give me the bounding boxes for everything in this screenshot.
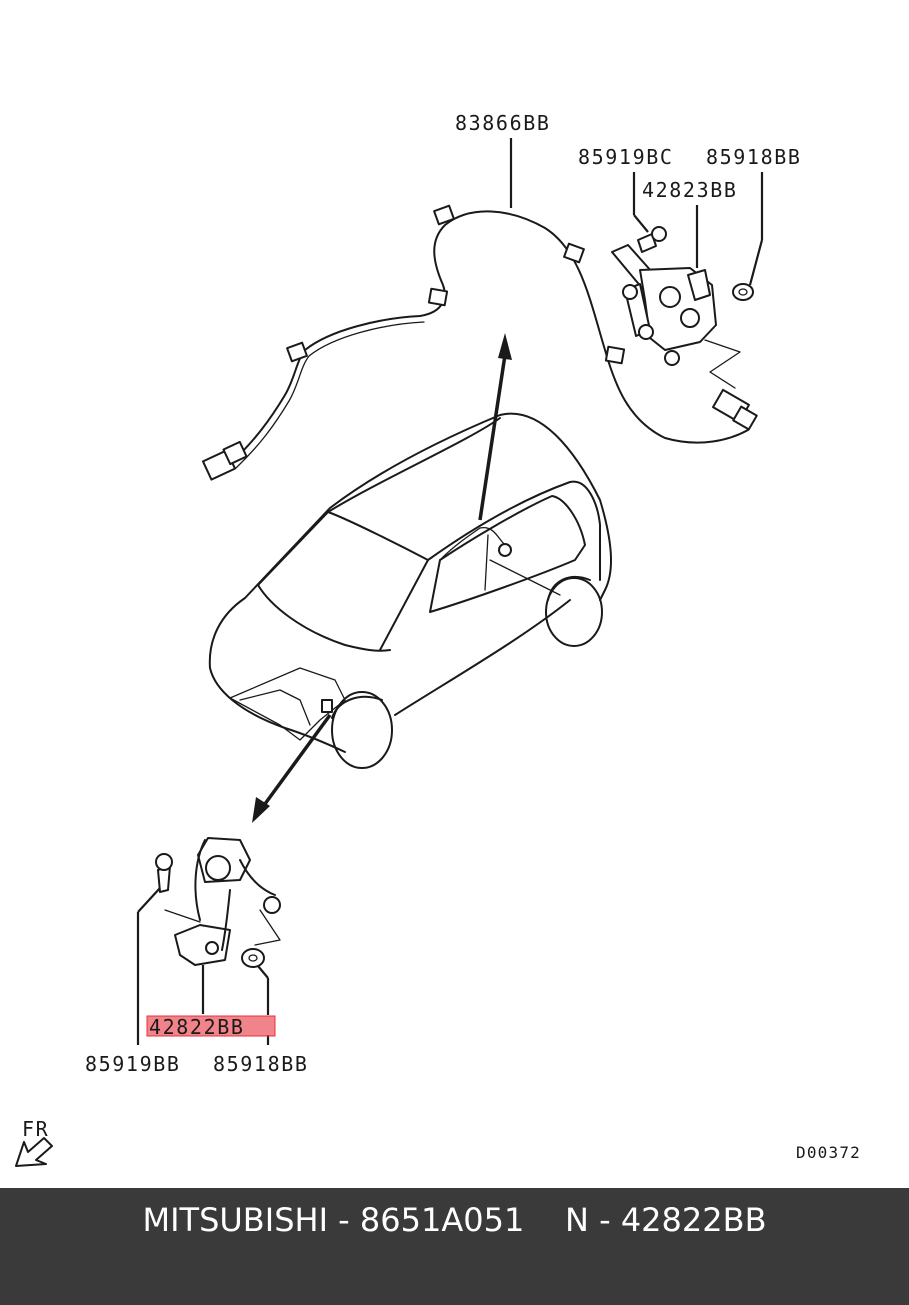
parts-diagram: 83866BB 85919BC 85918BB 42823BB 42822BB … <box>15 111 861 1167</box>
rear-height-sensor <box>611 226 754 389</box>
front-height-sensor <box>155 837 281 968</box>
leader-lines <box>136 138 764 1045</box>
callout-harness[interactable]: 83866BB <box>455 111 551 135</box>
footer-bar <box>0 1188 909 1305</box>
fr-label: FR <box>22 1117 49 1141</box>
wiring-harness <box>201 204 758 481</box>
part-highlight <box>146 1015 276 1037</box>
location-arrows <box>252 333 512 823</box>
callout-front-sensor[interactable]: 42822BB <box>149 1015 245 1039</box>
footer-title: MITSUBISHI - 8651A051 N - 42822BB <box>142 1201 767 1239</box>
front-nut <box>241 948 265 968</box>
diagram-code: D00372 <box>796 1143 861 1162</box>
fr-arrow-icon <box>15 1137 53 1167</box>
rear-bolt <box>637 226 667 253</box>
callout-front-nut[interactable]: 85918BB <box>213 1052 309 1076</box>
front-bolt <box>155 853 173 893</box>
callout-rear-sensor[interactable]: 42823BB <box>642 178 738 202</box>
rear-nut <box>732 283 754 301</box>
callout-rear-nut[interactable]: 85918BB <box>706 145 802 169</box>
vehicle-outline <box>208 412 613 769</box>
front-direction-marker: FR <box>15 1117 53 1167</box>
callout-front-bolt[interactable]: 85919BB <box>85 1052 181 1076</box>
callout-rear-bolt[interactable]: 85919BC <box>578 145 674 169</box>
